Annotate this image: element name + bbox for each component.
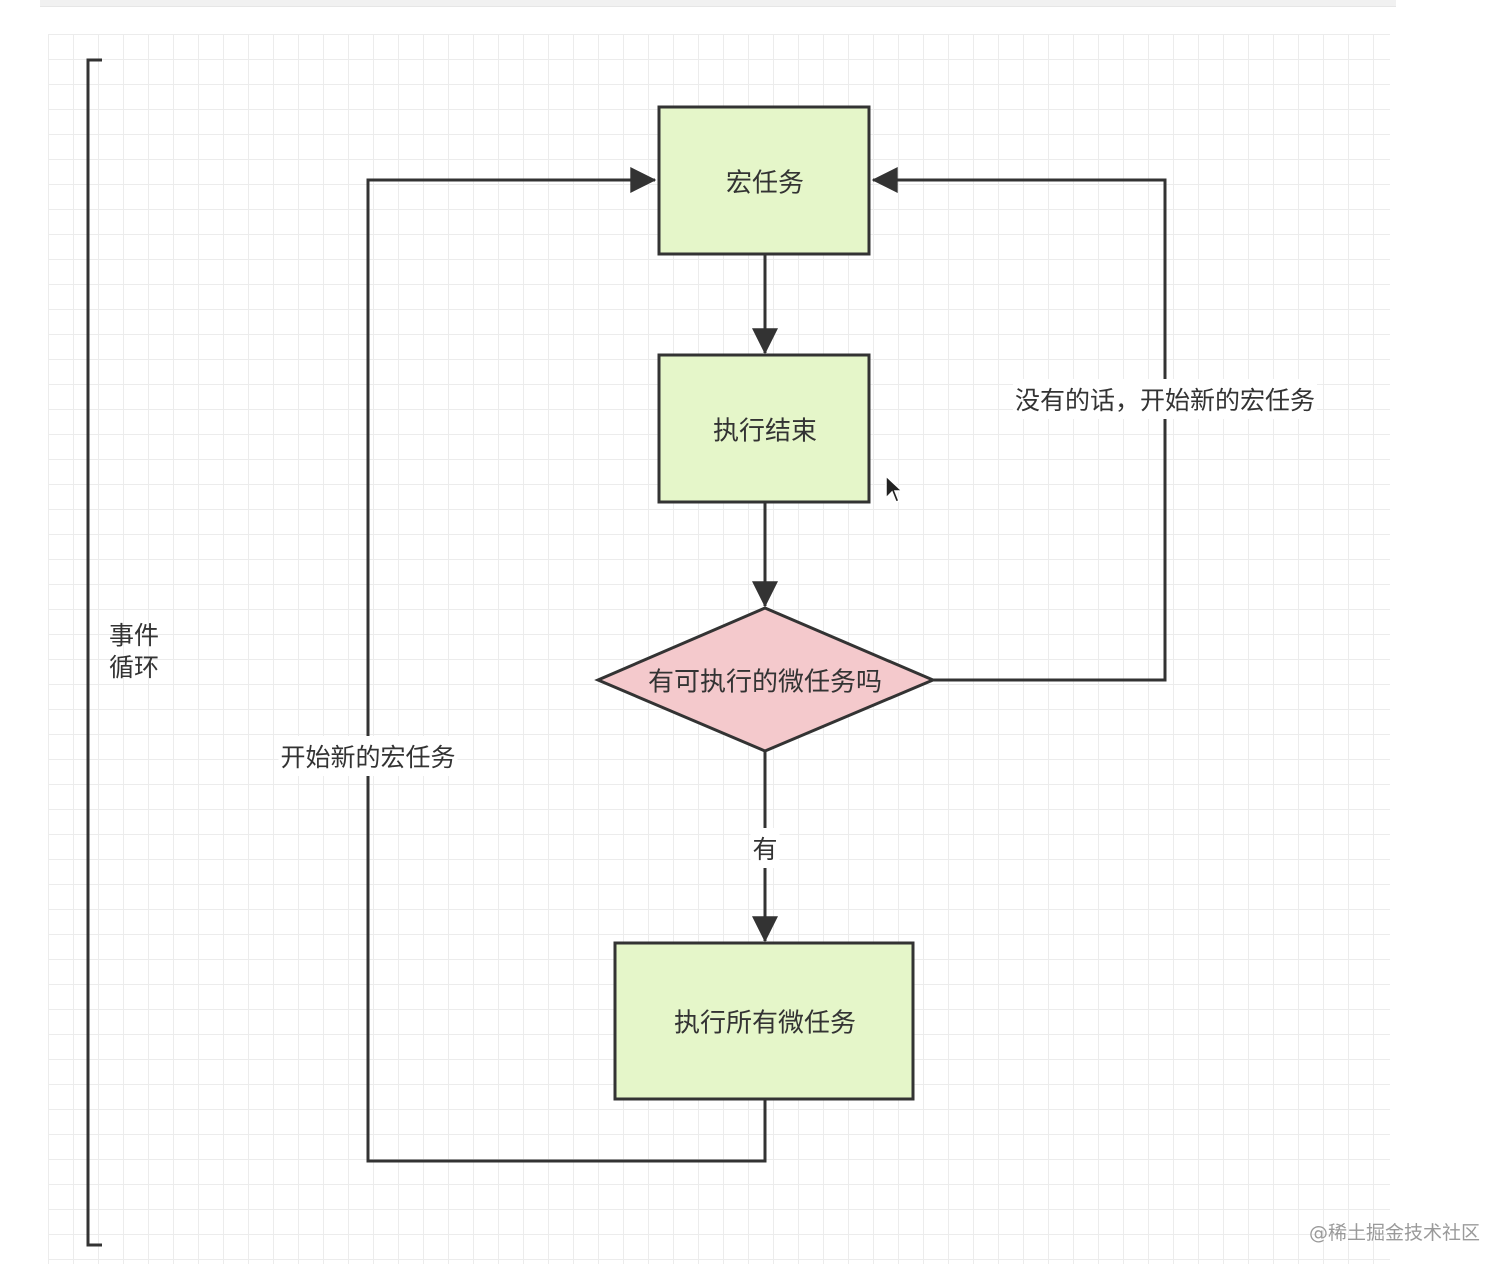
decision-diamond [594, 606, 937, 753]
yes-branch-label: 有 [750, 828, 780, 868]
macrotask-label: 宏任务 [725, 168, 805, 199]
loop-branch-label: 开始新的宏任务 [278, 736, 458, 776]
run-all-microtasks-box [613, 941, 915, 1101]
exec-end-box [657, 353, 871, 504]
watermark: @稀土掘金技术社区 [1308, 1222, 1480, 1244]
run-all-microtasks-label: 执行所有微任务 [673, 1008, 857, 1039]
top-bar [40, 0, 1396, 7]
macrotask-box [657, 105, 871, 256]
event-loop-bracket [86, 58, 102, 1247]
event-loop-label: 事件 循环 [109, 620, 169, 684]
edge-decision-no-to-macrotask [871, 167, 1167, 682]
exec-end-label: 执行结束 [712, 416, 818, 447]
no-branch-label: 没有的话，开始新的宏任务 [1012, 379, 1318, 419]
decision-label: 有可执行的微任务吗 [647, 667, 883, 698]
mouse-cursor-icon [885, 474, 904, 503]
event-loop-label-line1: 事件 [109, 621, 160, 650]
edge-run-all-loop-to-macrotask [366, 167, 767, 1163]
event-loop-label-line2: 循环 [109, 653, 160, 682]
